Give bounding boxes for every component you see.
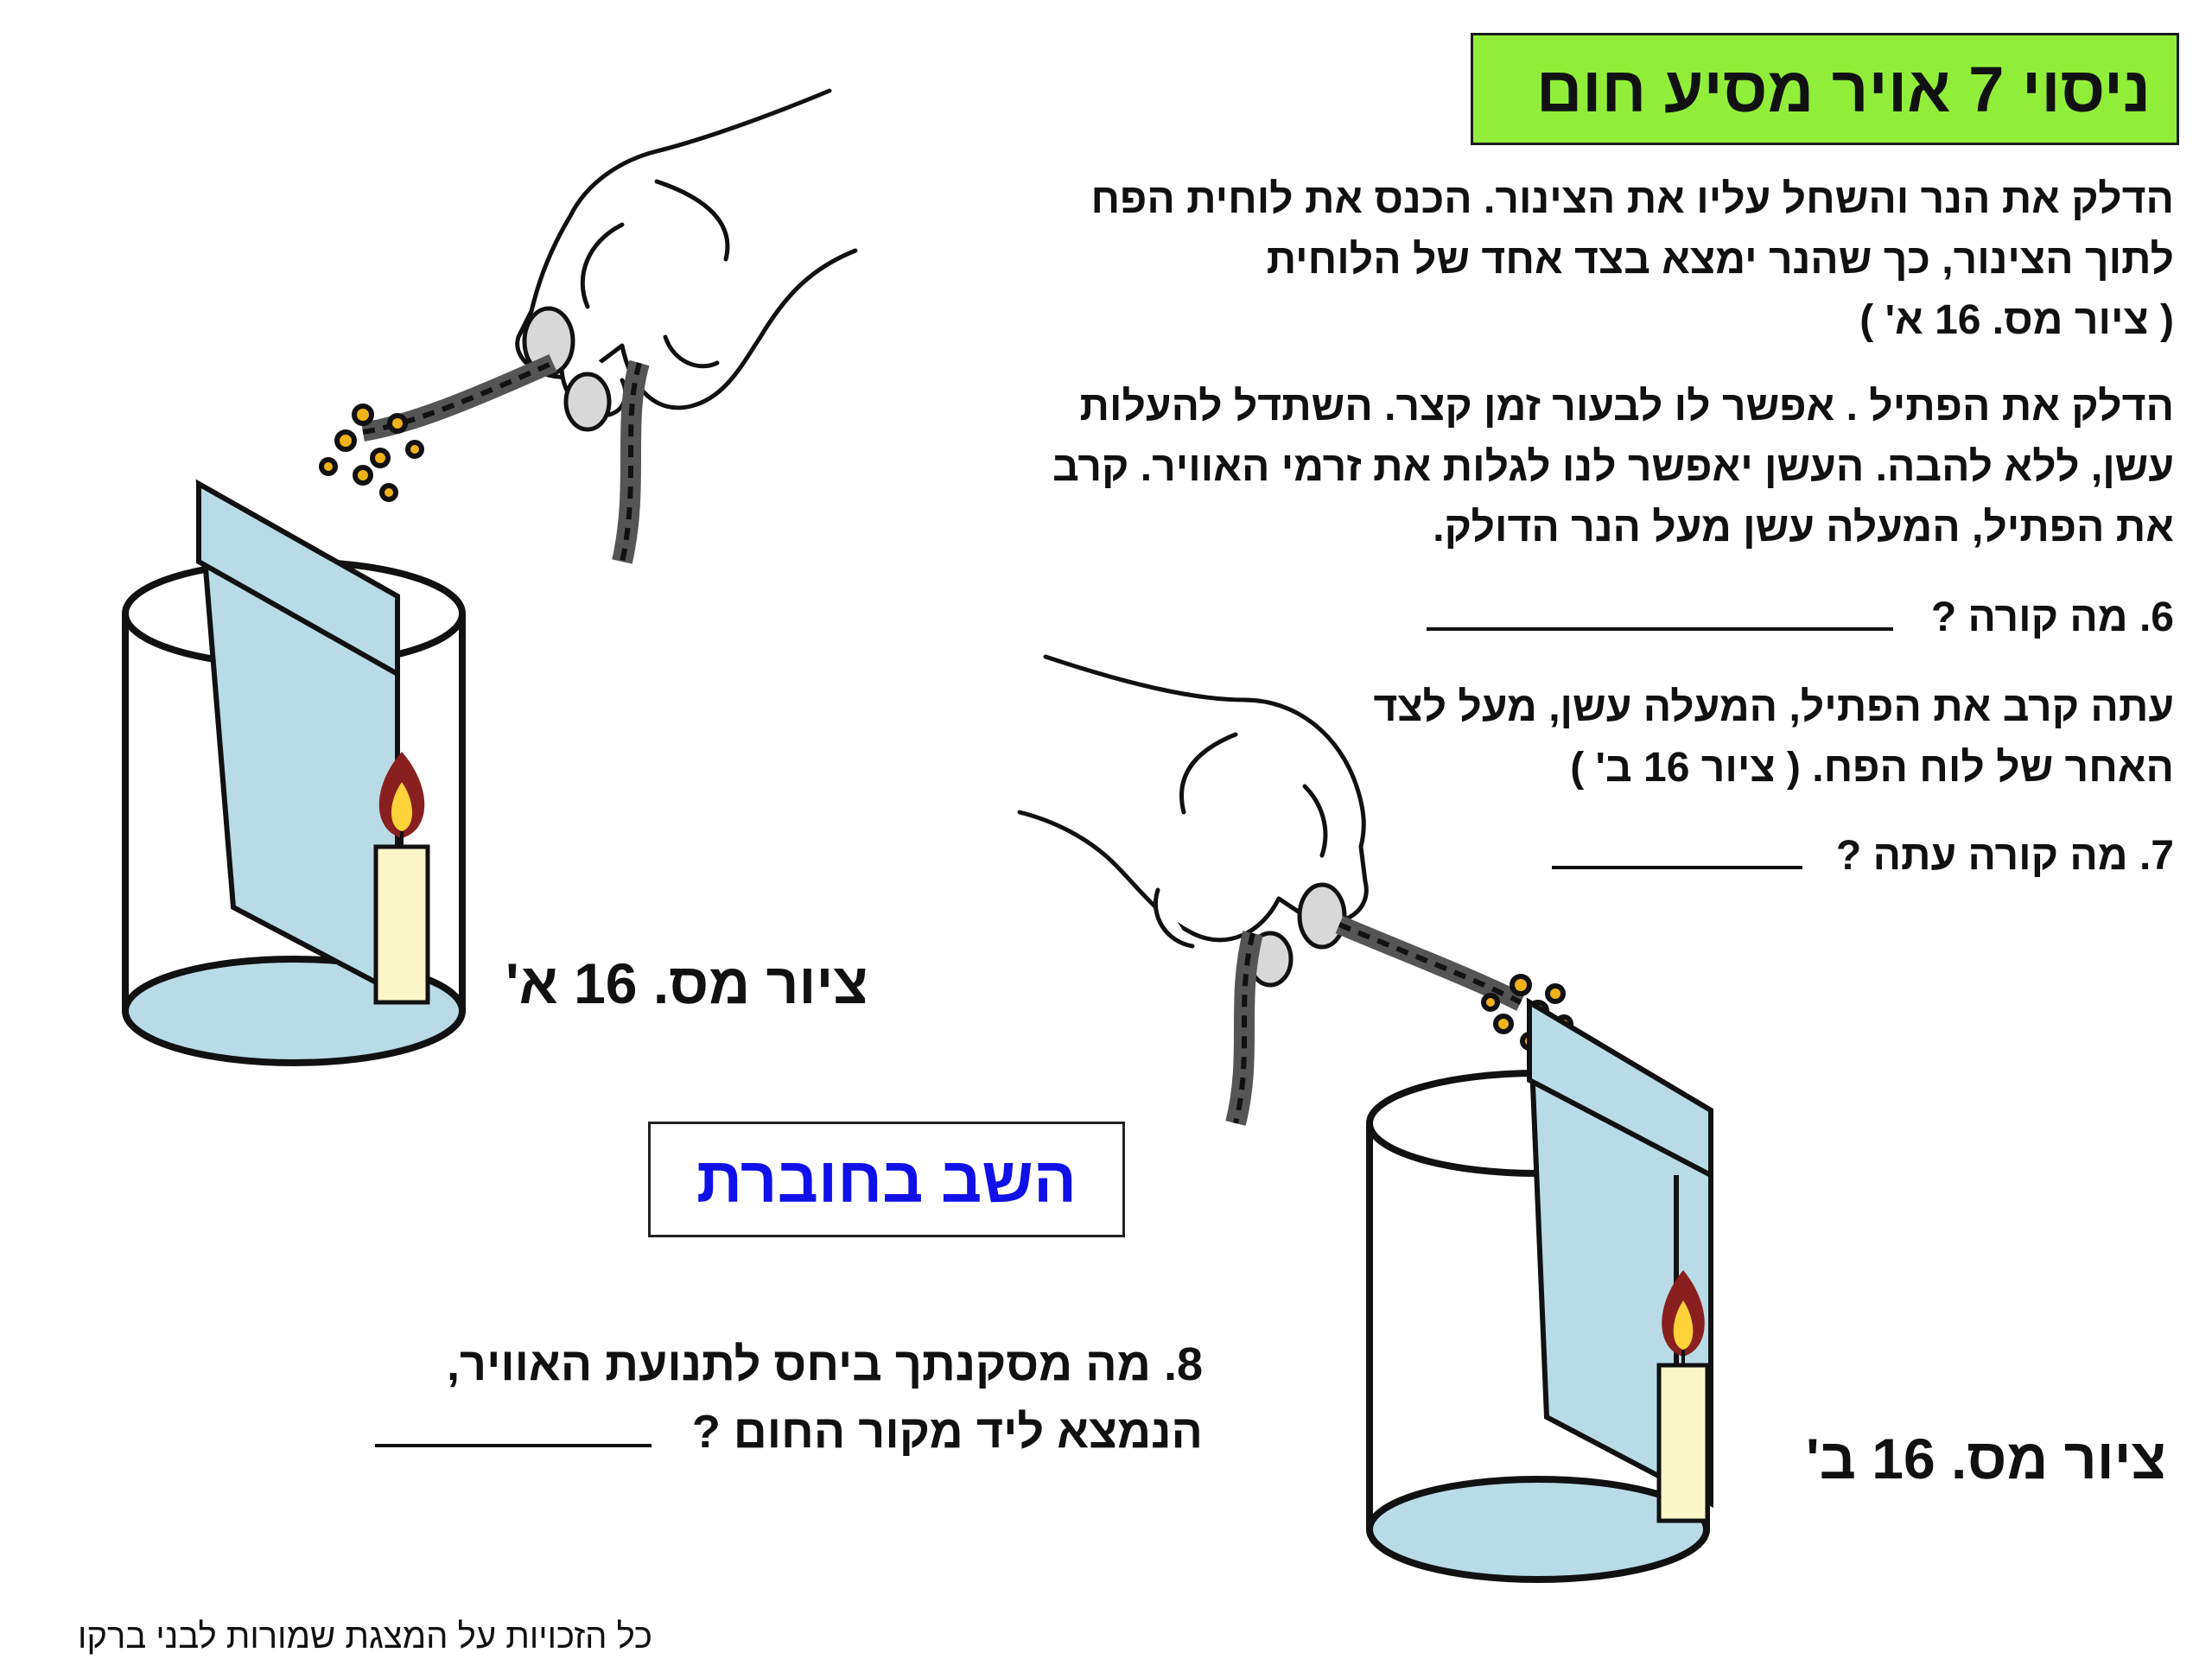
paragraph-2: הדלק את הפתיל . אפשר לו לבעור זמן קצר. ה… xyxy=(1052,377,2174,558)
paragraph-3: עתה קרב את הפתיל, המעלה עשן, מעל לצד האח… xyxy=(1373,677,2174,798)
paragraph-3-line-2: האחר של לוח הפח. ( ציור 16 ב' ) xyxy=(1570,745,2174,791)
figure-16b-caption: ציור מס. 16 ב' xyxy=(1806,1427,2166,1491)
question-8-line-1: 8. מה מסקנתך ביחס לתנועת האוויר, xyxy=(446,1338,1203,1390)
page-title: ניסוי 7 אויר מסיע חום xyxy=(1535,53,2151,125)
candle-icon xyxy=(1656,1270,1710,1523)
question-6: 6. מה קורה ? xyxy=(1427,588,2174,648)
paragraph-1-line-3: ( ציור מס. 16 א' ) xyxy=(1859,297,2174,343)
paragraph-1-line-1: הדלק את הנר והשחל עליו את הצינור. הכנס א… xyxy=(1090,176,2174,222)
smoking-wick-icon xyxy=(1225,915,1573,1126)
question-6-text: 6. מה קורה ? xyxy=(1930,594,2174,640)
candle-icon xyxy=(373,752,430,1005)
paragraph-1-line-2: לתוך הצינור, כך שהנר ימצא בצד אחד של הלו… xyxy=(1266,237,2174,283)
figure-16b-illustration xyxy=(1017,654,1713,1583)
question-7-text: 7. מה קורה עתה ? xyxy=(1835,833,2174,879)
question-8: 8. מה מסקנתך ביחס לתנועת האוויר, הנמצא ל… xyxy=(374,1331,1203,1465)
paragraph-2-line-3: את הפתיל, המעלה עשן מעל הנר הדולק. xyxy=(1433,505,2174,550)
question-7: 7. מה קורה עתה ? xyxy=(1551,826,2174,887)
answer-in-booklet-box: השב בחוברת xyxy=(648,1122,1125,1237)
title-box: ניסוי 7 אויר מסיע חום xyxy=(1471,33,2179,145)
answer-blank-7 xyxy=(1551,831,1802,869)
paragraph-3-line-1: עתה קרב את הפתיל, המעלה עשן, מעל לצד xyxy=(1373,684,2174,730)
paragraph-2-line-1: הדלק את הפתיל . אפשר לו לבעור זמן קצר. ה… xyxy=(1079,384,2174,429)
smoking-wick-icon xyxy=(319,353,650,564)
figure-16a-illustration xyxy=(122,88,858,1066)
paragraph-1: הדלק את הנר והשחל עליו את הצינור. הכנס א… xyxy=(1090,169,2174,351)
answer-blank-6 xyxy=(1427,593,1894,631)
answer-blank-8 xyxy=(374,1409,652,1447)
question-8-line-2-text: הנמצא ליד מקור החום ? xyxy=(691,1406,1203,1458)
question-8-line-2: הנמצא ליד מקור החום ? xyxy=(374,1398,1203,1465)
answer-in-booklet-label: השב בחוברת xyxy=(696,1143,1077,1216)
hand-icon xyxy=(515,88,858,432)
hand-icon xyxy=(1017,654,1369,988)
figure-16a-caption: ציור מס. 16 א' xyxy=(505,951,868,1015)
copyright-footer: כל הזכויות על המצגת שמורות לבני ברקו xyxy=(78,1618,653,1656)
paragraph-2-line-2: עשן, ללא להבה. העשן יאפשר לנו לגלות את ז… xyxy=(1052,444,2174,490)
metal-plate-icon xyxy=(195,479,400,998)
